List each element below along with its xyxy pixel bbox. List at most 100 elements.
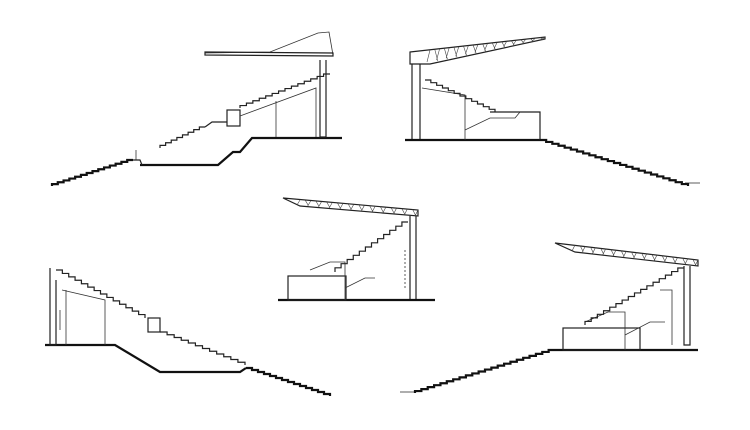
section-top-left: [50, 31, 342, 186]
roof-truss-member: [661, 255, 666, 262]
roof-truss-member: [493, 42, 498, 49]
roof-truss-member: [455, 46, 460, 57]
roof-truss-member: [444, 48, 448, 60]
railing-2: [624, 321, 665, 336]
main-column: [319, 60, 327, 138]
roof-truss-member: [465, 45, 469, 55]
roof-truss-member: [672, 256, 676, 264]
roof-truss-member: [674, 257, 678, 264]
roof-truss-member: [339, 203, 344, 210]
roof-truss-member: [453, 47, 458, 58]
roof-truss-member: [472, 45, 477, 54]
roof-truss-member: [602, 248, 607, 255]
roof: [554, 242, 699, 267]
roof-truss-member: [651, 254, 656, 261]
roof-truss-member: [326, 202, 331, 208]
roof-truss-member: [434, 49, 439, 62]
roof-truss-member: [390, 207, 395, 214]
lower-structure: [562, 327, 641, 351]
roof-truss-member: [393, 208, 397, 215]
main-column: [409, 216, 417, 301]
roof-truss-member: [348, 203, 352, 210]
upper-seating-tier: [239, 73, 330, 108]
roof-truss-member: [315, 201, 320, 207]
ground-line: [45, 343, 247, 374]
roof-truss-member: [641, 252, 645, 260]
roof-truss-member: [503, 41, 507, 47]
roof-truss-member: [579, 245, 584, 252]
roof-truss-member: [328, 202, 333, 209]
railing: [584, 311, 626, 350]
roof-truss-member: [684, 258, 689, 265]
roof-truss-member: [463, 46, 467, 56]
lower-structure: [287, 275, 347, 301]
upper-seating-tier: [584, 267, 684, 325]
roof-truss-member: [474, 44, 479, 53]
roof-truss-member: [371, 206, 376, 213]
lower-seating-tier: [50, 158, 133, 186]
support-line: [61, 289, 106, 345]
main-column: [49, 268, 57, 346]
roof-truss-member: [492, 42, 496, 50]
platform: [490, 111, 541, 140]
roof-truss-member: [369, 205, 373, 212]
roof-truss-member: [694, 259, 699, 267]
section-top-right: [405, 36, 700, 186]
roof-truss-member: [682, 257, 686, 265]
seating-tier: [334, 221, 408, 272]
roof-truss-member: [412, 209, 416, 216]
vomitory-box: [226, 109, 241, 127]
roof-truss-member: [382, 207, 387, 214]
middle-seating-tier: [160, 331, 246, 365]
roof-truss-member: [522, 38, 527, 44]
roof-truss-member: [592, 247, 596, 254]
section-middle: [278, 197, 435, 302]
roof-truss-member: [484, 43, 488, 51]
roof-truss-member: [530, 38, 534, 43]
roof: [409, 36, 546, 65]
roof-truss-member: [426, 49, 431, 63]
roof-truss-member: [436, 48, 440, 61]
roof-truss-member: [513, 40, 517, 45]
roof-truss-member: [612, 249, 617, 257]
lower-seating-tier: [413, 348, 555, 393]
roof-truss-member: [540, 37, 544, 41]
roof-truss-member: [350, 204, 354, 211]
roof-truss-member: [296, 199, 301, 206]
railing-2: [344, 277, 375, 289]
support-line: [421, 87, 466, 140]
ground-line: [140, 136, 342, 167]
lower-seating-tier: [246, 366, 332, 396]
main-column: [683, 266, 691, 346]
section-bottom-left: [45, 268, 332, 396]
roof-truss-member: [590, 246, 594, 254]
railing: [309, 261, 346, 300]
upper-seating-tier: [425, 79, 496, 112]
main-column: [411, 64, 421, 141]
roof-truss-member: [633, 252, 637, 259]
roof-truss-member: [305, 200, 309, 206]
section-bottom-right: [400, 242, 699, 393]
roof-truss-member: [511, 40, 515, 46]
roof-truss-member: [692, 259, 697, 266]
roof-truss-member: [600, 247, 604, 255]
roof-truss-member: [445, 47, 450, 59]
roof-truss-member: [318, 201, 322, 208]
lower-seating-tier: [540, 138, 690, 186]
roof-truss-member: [501, 41, 506, 48]
roof-truss-member: [653, 254, 658, 262]
roof-truss-member: [414, 209, 419, 217]
roof-truss-member: [643, 253, 648, 260]
roof-truss-member: [380, 206, 384, 213]
support-line: [239, 87, 317, 137]
roof: [282, 197, 419, 217]
roof-truss-member: [404, 208, 408, 216]
roof-truss-member: [358, 204, 363, 211]
support-line: [660, 289, 673, 345]
roof-truss-member: [571, 244, 576, 252]
roof: [204, 51, 334, 57]
roof-truss-member: [401, 208, 406, 215]
roof-truss-member: [631, 251, 635, 259]
roof-truss-member: [610, 249, 615, 256]
